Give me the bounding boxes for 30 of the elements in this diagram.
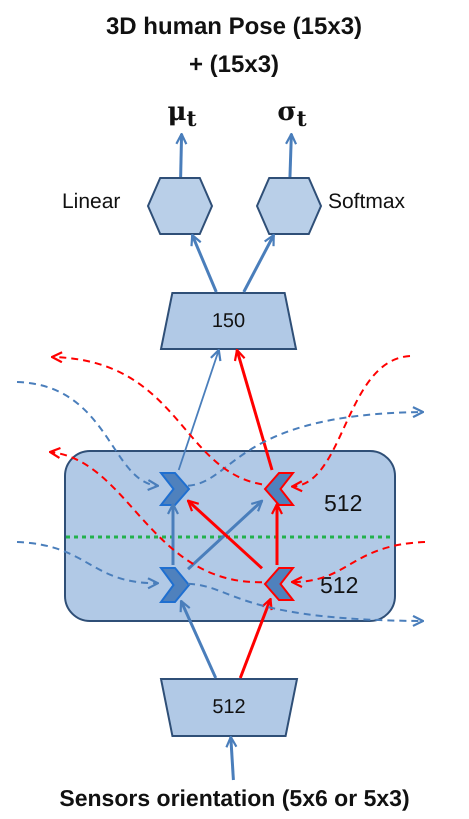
arrow bbox=[190, 234, 218, 293]
recurrent-arrow bbox=[48, 448, 262, 584]
layer-size: 512 bbox=[320, 572, 358, 599]
arrow bbox=[234, 348, 274, 470]
diagram-title: 3D human Pose (15x3) + (15x3) bbox=[104, 12, 364, 80]
function-label: Softmax bbox=[328, 190, 406, 214]
arrow bbox=[270, 502, 284, 565]
output-symbol: σ$_{t}$ bbox=[277, 97, 307, 133]
recurrent-arrow bbox=[290, 541, 426, 588]
recurrent-arrow bbox=[188, 406, 424, 487]
arrow bbox=[166, 502, 180, 565]
arrow bbox=[242, 234, 276, 293]
arrow bbox=[225, 736, 238, 780]
input-label: Sensors orientation (5x6 or 5x3) bbox=[59, 784, 410, 812]
arrow bbox=[238, 598, 273, 679]
recurrent-arrow bbox=[290, 355, 410, 490]
function-label: Linear bbox=[62, 190, 120, 214]
layer-size: 512 bbox=[212, 696, 246, 719]
recurrent-arrow bbox=[16, 541, 160, 589]
layer-size: 150 bbox=[212, 310, 246, 332]
recurrent-arrow bbox=[188, 582, 424, 627]
arrow bbox=[180, 600, 218, 679]
arrow bbox=[175, 132, 188, 178]
recurrent-arrow bbox=[50, 352, 262, 486]
output-symbol: μ$_{t}$ bbox=[167, 97, 197, 133]
arrow bbox=[284, 132, 298, 178]
layer-panel bbox=[64, 450, 396, 622]
arrow bbox=[178, 348, 222, 470]
recurrent-arrow bbox=[16, 381, 160, 490]
layer-size: 512 bbox=[324, 490, 362, 517]
